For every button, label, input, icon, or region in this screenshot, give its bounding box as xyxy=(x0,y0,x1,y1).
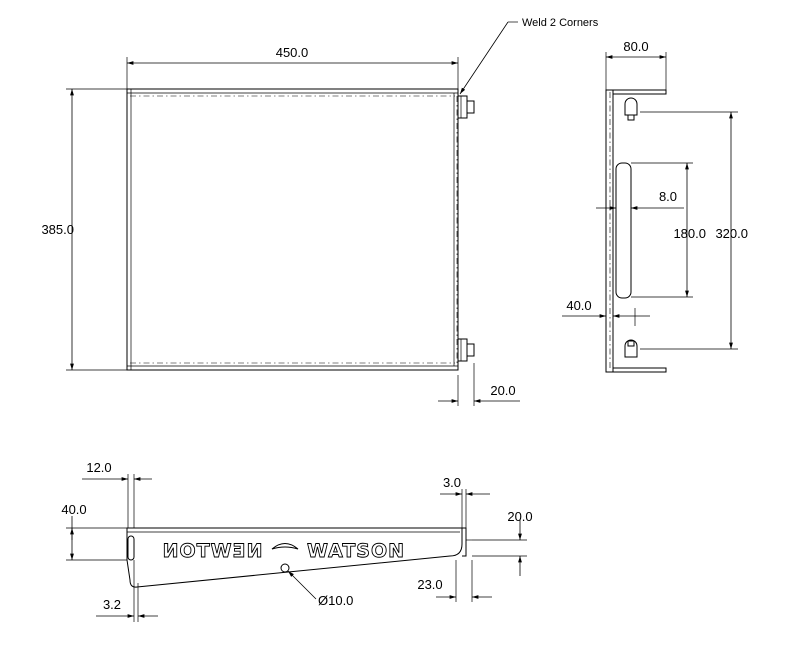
front-view: NEWTON WATSON Ø10.0 12.0 40.0 3.2 3.0 xyxy=(61,460,533,622)
front-hole xyxy=(280,563,290,573)
weld-note: Weld 2 Corners xyxy=(522,17,599,29)
side-web xyxy=(605,89,614,373)
side-slot xyxy=(615,162,632,299)
weld-leader-line xyxy=(459,21,509,95)
label-side-flange: 40.0 xyxy=(566,298,591,313)
side-flange-top xyxy=(606,89,667,95)
label-right-depth: 23.0 xyxy=(417,577,442,592)
side-keyhole-lower xyxy=(624,339,638,358)
top-view: 450.0 385.0 Weld 2 Corners 20.0 xyxy=(41,17,599,406)
label-front-height: 40.0 xyxy=(61,502,86,517)
side-view: 80.0 320.0 180.0 8.0 40.0 xyxy=(562,39,748,373)
label-right-thickness: 3.0 xyxy=(443,475,461,490)
label-front-thickness: 3.2 xyxy=(103,597,121,612)
hole-leader-line xyxy=(287,570,317,600)
top-plate-outline xyxy=(126,88,459,371)
label-slot-width: 8.0 xyxy=(659,189,677,204)
front-left-flange xyxy=(127,535,135,561)
side-flange-bottom xyxy=(606,367,667,373)
logo-left-text: NEWTON xyxy=(162,540,263,562)
label-right-height: 20.0 xyxy=(507,509,532,524)
label-hole-diameter: Ø10.0 xyxy=(318,593,353,608)
top-tab-lower xyxy=(457,338,475,362)
logo-emblem-icon xyxy=(271,543,299,550)
label-front-flange-width: 12.0 xyxy=(86,460,111,475)
label-hole-spacing: 320.0 xyxy=(715,226,748,241)
logo-right-text: WATSON xyxy=(307,540,405,562)
label-top-width: 450.0 xyxy=(276,45,309,60)
label-top-tab: 20.0 xyxy=(490,383,515,398)
front-right-lip xyxy=(462,527,467,557)
top-tab-upper xyxy=(457,95,475,119)
label-top-height: 385.0 xyxy=(41,222,74,237)
side-keyhole-upper xyxy=(624,97,638,121)
label-side-width: 80.0 xyxy=(623,39,648,54)
label-slot-length: 180.0 xyxy=(673,226,706,241)
